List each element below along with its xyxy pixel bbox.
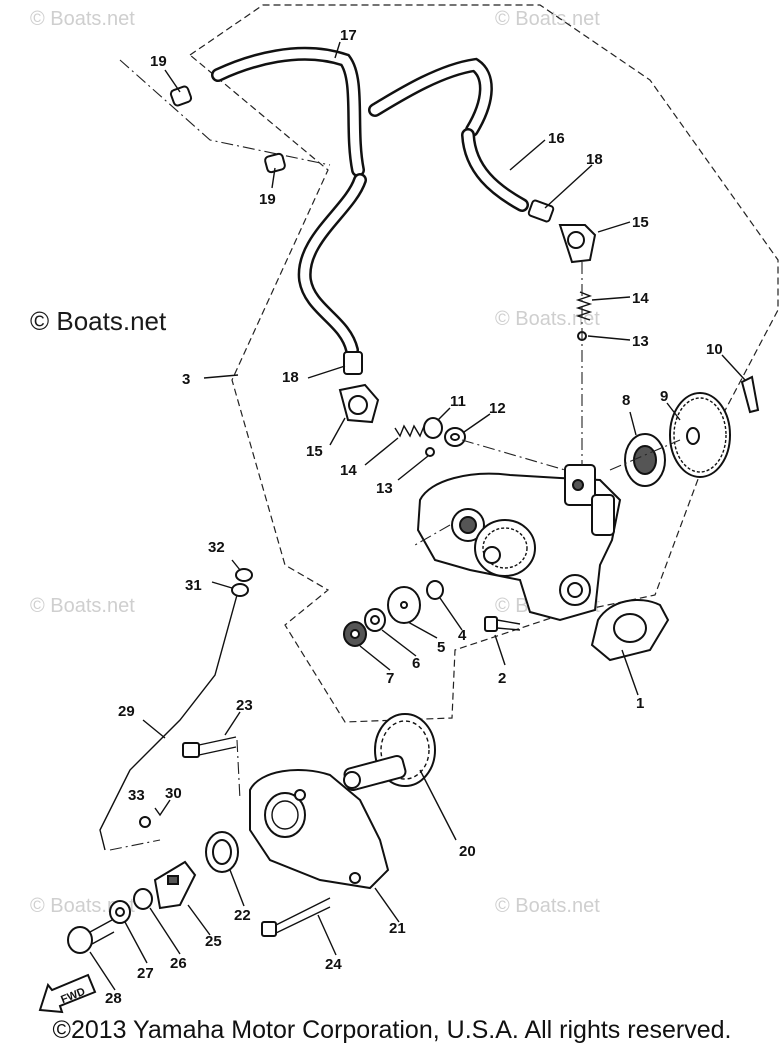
callout-21: 21 (389, 920, 406, 937)
washer-12 (444, 427, 466, 447)
watermark-text: © Boats.net (495, 8, 600, 30)
washer-4 (426, 580, 444, 600)
callout-1: 1 (636, 695, 644, 712)
pin-10 (740, 375, 760, 414)
callout-32: 32 (208, 539, 225, 556)
callout-27: 27 (137, 965, 154, 982)
washer-26 (133, 888, 153, 910)
callout-29: 29 (118, 703, 135, 720)
rod-29 (99, 589, 247, 851)
callout-16: 16 (548, 130, 565, 147)
callout-18-right: 18 (586, 151, 603, 168)
callout-31: 31 (185, 577, 202, 594)
gear-9 (669, 392, 731, 478)
callout-28: 28 (105, 990, 122, 1007)
plug-11 (423, 417, 443, 439)
leader-lines (89, 41, 746, 991)
callout-26: 26 (170, 955, 187, 972)
ball-13-left (425, 447, 435, 457)
callout-2: 2 (498, 670, 506, 687)
callout-7: 7 (386, 670, 394, 687)
hose-16 (461, 128, 529, 212)
callout-6: 6 (412, 655, 420, 672)
clip-18-left (343, 351, 363, 375)
callout-10: 10 (706, 341, 723, 358)
screw-28 (67, 919, 115, 954)
cover-21 (249, 769, 390, 890)
watermark-text: © Boats.net (495, 308, 600, 330)
watermark-text: © Boats.net (30, 895, 135, 917)
bolt-2 (484, 616, 521, 632)
callout-numbers: 1 2 3 4 5 6 7 8 9 10 11 12 13 13 14 14 1… (105, 27, 723, 1007)
callout-14-right: 14 (632, 290, 649, 307)
nut-7 (343, 621, 367, 647)
callout-17: 17 (340, 27, 357, 44)
callout-8: 8 (622, 392, 630, 409)
callout-20: 20 (459, 843, 476, 860)
alignment-lines (109, 262, 681, 851)
callout-25: 25 (205, 933, 222, 950)
assembly-boundary (119, 4, 779, 723)
callout-13-right: 13 (632, 333, 649, 350)
lever-25 (153, 860, 197, 910)
oil-pump-body (416, 464, 622, 622)
fwd-arrow-icon: FWD (38, 973, 97, 1014)
callout-30: 30 (165, 785, 182, 802)
callout-13-left: 13 (376, 480, 393, 497)
callout-3: 3 (182, 371, 190, 388)
callout-5: 5 (437, 639, 445, 656)
copyright-notice: ©2013 Yamaha Motor Corporation, U.S.A. A… (52, 1016, 732, 1044)
gasket-1 (590, 599, 670, 662)
spring-14-left (394, 424, 425, 438)
callout-33: 33 (128, 787, 145, 804)
callout-18-left: 18 (282, 369, 299, 386)
callout-9: 9 (660, 388, 668, 405)
plate-5 (387, 586, 421, 624)
washer-33 (139, 816, 151, 828)
clip-19-lower (264, 152, 286, 174)
joint-15-right (558, 224, 597, 264)
oil-seal-8 (624, 433, 666, 487)
clip-31 (231, 583, 249, 597)
watermark-text: © Boats.net (30, 306, 167, 336)
bolt-24 (261, 897, 331, 937)
callout-19-lower: 19 (259, 191, 276, 208)
clip-19-upper (169, 85, 193, 107)
callout-11: 11 (450, 393, 466, 410)
washer-32 (235, 568, 253, 582)
spring-14-right (575, 291, 593, 321)
callout-4: 4 (458, 627, 467, 644)
washer-6 (364, 608, 386, 632)
screw-23 (182, 736, 237, 758)
callout-15-right: 15 (632, 214, 649, 231)
seal-22 (205, 831, 239, 873)
watermark-text: © Boats.net (495, 895, 600, 917)
watermark-text: © Boats.net (30, 595, 135, 617)
callout-14-left: 14 (340, 462, 357, 479)
callout-12: 12 (489, 400, 506, 417)
washer-27 (109, 900, 131, 924)
callout-24: 24 (325, 956, 342, 973)
watermark-text: © Boats.net (30, 8, 135, 30)
callout-22: 22 (234, 907, 251, 924)
callout-15-left: 15 (306, 443, 323, 460)
joint-15-left (338, 383, 380, 424)
drive-gear-20 (343, 713, 436, 792)
callout-19-upper: 19 (150, 53, 167, 70)
circlip-30 (154, 799, 171, 817)
callout-23: 23 (236, 697, 253, 714)
hose-17 (211, 46, 493, 357)
